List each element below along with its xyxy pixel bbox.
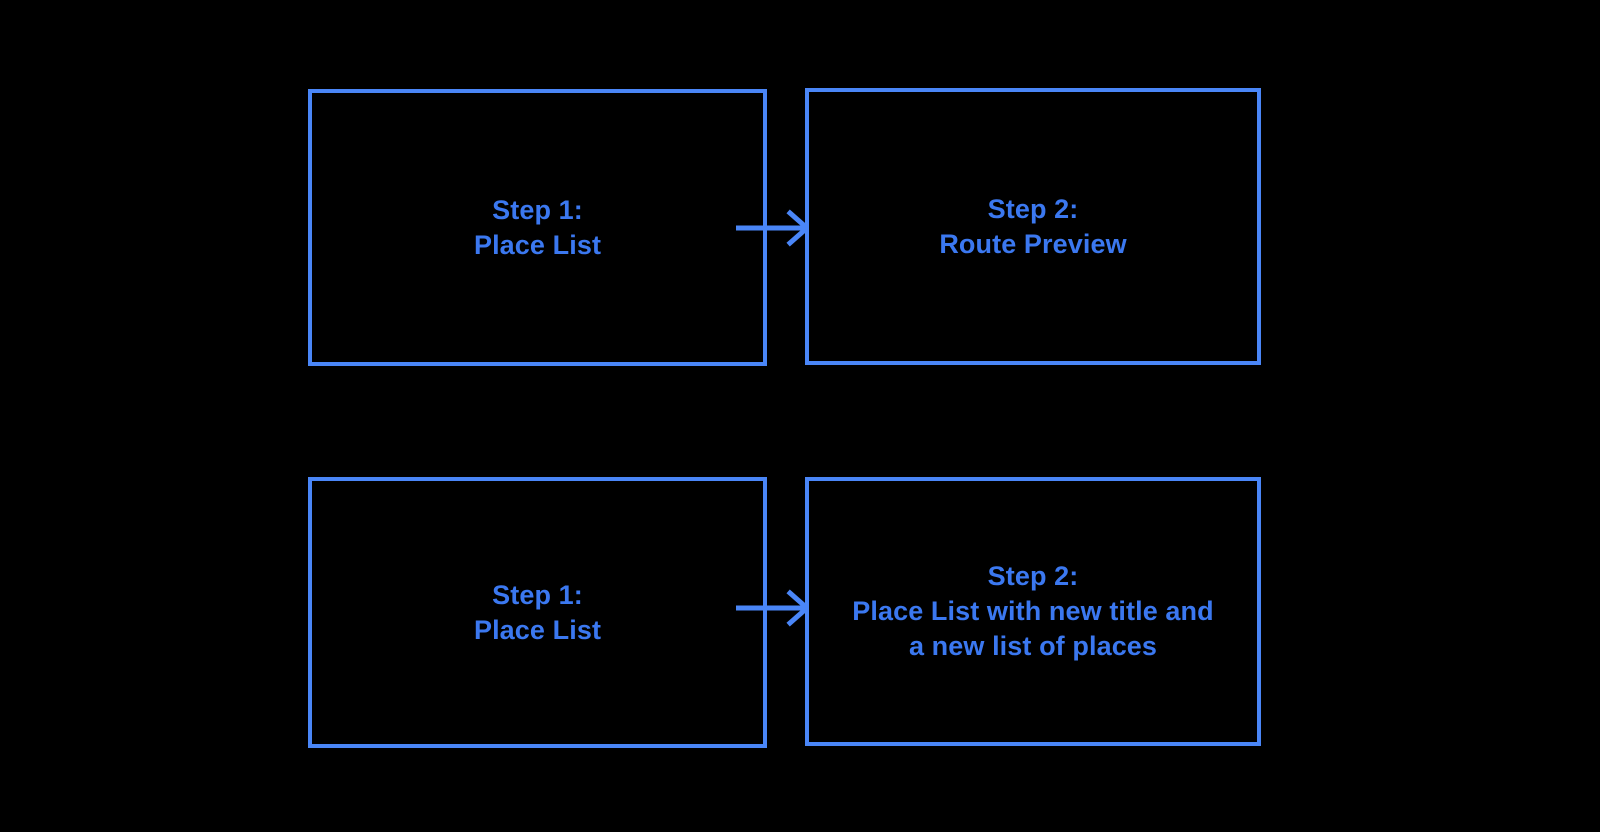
step-box-right[interactable]: Step 2: Place List with new title and a … xyxy=(805,477,1261,746)
step-box-left[interactable]: Step 1: Place List xyxy=(308,477,767,748)
step-box-label: Step 2: Place List with new title and a … xyxy=(852,561,1214,661)
step-box-right[interactable]: Step 2: Route Preview xyxy=(805,88,1261,365)
step-box-label: Step 1: Place List xyxy=(473,579,602,645)
step-box-left[interactable]: Step 1: Place List xyxy=(308,89,767,366)
step-box-label: Step 2: Route Preview xyxy=(939,193,1127,259)
flow-row-route-preview: Step 1: Place List Step 2: Route Preview xyxy=(308,88,1261,366)
flow-row-new-place-list: Step 1: Place List Step 2: Place List wi… xyxy=(0,388,1600,832)
step-box-label: Step 1: Place List xyxy=(473,194,602,260)
